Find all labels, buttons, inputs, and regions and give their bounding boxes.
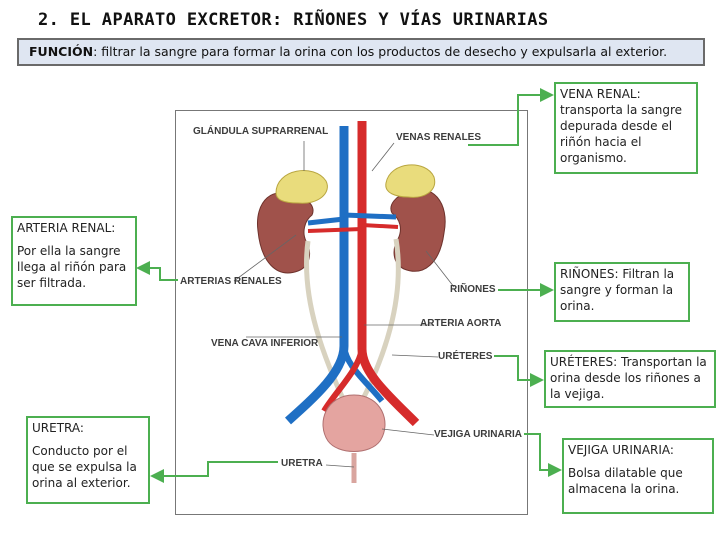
arrow-vejiga	[524, 433, 562, 477]
left-ureter	[304, 240, 347, 403]
label-renal-veins: VENAS RENALES	[396, 132, 482, 143]
right-renal-vein	[343, 212, 397, 220]
callout-rinones: RIÑONES: Filtran la sangre y forman la o…	[554, 262, 690, 322]
label-renal-arteries: ARTERIAS RENALES	[180, 276, 282, 287]
function-banner: FUNCIÓN: filtrar la sangre para formar l…	[17, 38, 705, 66]
urinary-system-drawing	[233, 121, 455, 483]
callout-vena-renal-body: transporta la sangre depurada desde el r…	[560, 103, 682, 165]
left-adrenal-gland	[275, 170, 328, 204]
left-renal-artery	[307, 227, 363, 233]
bladder	[322, 394, 386, 452]
right-iliac-vein	[341, 345, 385, 403]
callout-vena-renal-head: VENA RENAL:	[560, 87, 641, 101]
label-urethra: URETRA	[281, 458, 323, 469]
callout-vejiga: VEJIGA URINARIA: Bolsa dilatable que alm…	[562, 438, 714, 514]
callout-ureteres: URÉTERES: Transportan la orina desde los…	[544, 350, 716, 408]
callout-rinones-text: RIÑONES: Filtran la sangre y forman la o…	[560, 267, 675, 313]
right-renal-artery	[361, 223, 399, 229]
callout-uretra: URETRA: Conducto por el que se expulsa l…	[26, 416, 150, 504]
function-text: : filtrar la sangre para formar la orina…	[93, 44, 668, 59]
vena-cava	[285, 126, 349, 425]
callout-vejiga-body: Bolsa dilatable que almacena la orina.	[568, 466, 683, 496]
function-label: FUNCIÓN	[29, 44, 94, 59]
page-title: 2. EL APARATO EXCRETOR: RIÑONES Y VÍAS U…	[38, 10, 549, 30]
callout-vena-renal: VENA RENAL: transporta la sangre depurad…	[554, 82, 698, 174]
callout-arteria-renal-body: Por ella la sangre llega al riñón para s…	[17, 244, 127, 290]
left-iliac-artery	[321, 348, 365, 413]
urinary-system-illustration: GLÁNDULA SUPRARRENAL VENAS RENALES ARTER…	[175, 110, 528, 515]
label-aorta: ARTERIA AORTA	[420, 318, 502, 329]
right-adrenal-gland	[385, 164, 436, 198]
label-vena-cava: VENA CAVA INFERIOR	[211, 338, 319, 349]
label-kidneys: RIÑONES	[450, 284, 496, 295]
callout-vejiga-head: VEJIGA URINARIA:	[568, 443, 674, 457]
label-ureters: URÉTERES	[438, 351, 493, 362]
callout-uretra-body: Conducto por el que se expulsa la orina …	[32, 444, 137, 490]
label-adrenal-gland: GLÁNDULA SUPRARRENAL	[193, 126, 329, 137]
label-bladder: VEJIGA URINARIA	[434, 429, 522, 440]
arrow-arteria-renal	[136, 261, 178, 281]
callout-arteria-renal: ARTERIA RENAL: Por ella la sangre llega …	[11, 216, 137, 306]
callout-uretra-head: URETRA:	[32, 421, 84, 435]
left-renal-vein	[307, 216, 345, 226]
callout-ureteres-text: URÉTERES: Transportan la orina desde los…	[550, 355, 707, 401]
callout-arteria-renal-head: ARTERIA RENAL:	[17, 221, 116, 235]
